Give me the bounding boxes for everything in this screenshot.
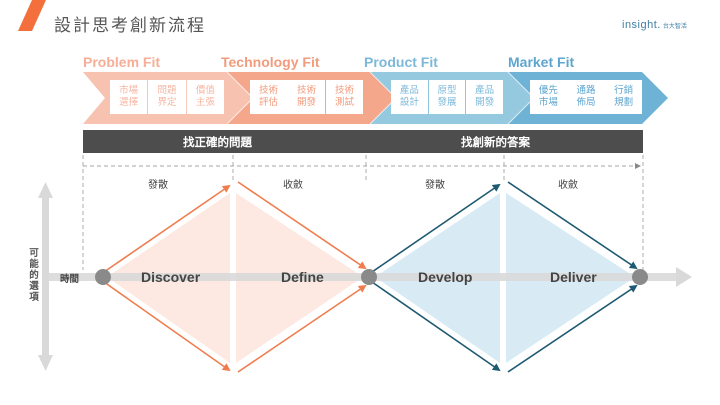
arrow-diverge-up [103, 184, 231, 273]
fit-item: 通路佈局 [566, 80, 605, 114]
time-axis-label: 時間 [60, 274, 80, 285]
phase-label: 收斂 [283, 180, 303, 191]
brand-logo: insight.台大智活 [622, 19, 687, 31]
fit-item: 價值主張 [185, 80, 224, 114]
technology-fit-boxes: 技術評估 技術開發 技術測試 [250, 80, 363, 114]
arrow-converge-down [237, 181, 367, 270]
time-axis-arrowhead [676, 267, 692, 287]
stage-deliver: Deliver [550, 269, 597, 285]
arrow-diverge-down [371, 281, 501, 372]
fit-item: 市場選擇 [119, 85, 139, 108]
logo-text: insight. [622, 19, 661, 31]
fit-item: 優先市場 [538, 85, 558, 108]
arrow-diverge-up [371, 183, 501, 273]
arrow-converge-down [507, 181, 638, 270]
stage-discover: Discover [141, 269, 201, 285]
goal-left-label: 找正確的問題 [183, 135, 252, 149]
fit-label-market: Market Fit [508, 54, 575, 70]
phase-label: 發散 [425, 180, 445, 191]
arrow-converge-up [237, 284, 367, 373]
fit-item: 行銷規劃 [604, 80, 642, 114]
fit-label-technology: Technology Fit [221, 54, 320, 70]
goal-bar: 找正確的問題 找創新的答案 [83, 130, 643, 153]
fit-item: 技術評估 [258, 85, 278, 108]
product-fit-boxes: 產品設計 原型發展 產品開發 [391, 80, 503, 114]
vertical-axis-arrow [38, 182, 53, 371]
phase-label: 收斂 [558, 180, 578, 191]
phase-label: 發散 [148, 180, 168, 191]
arrow-converge-up [507, 284, 638, 373]
node-end [632, 269, 648, 285]
accent-stripe [18, 0, 46, 31]
market-fit-boxes: 優先市場 通路佈局 行銷規劃 [530, 80, 642, 114]
page-title: 設計思考創新流程 [54, 16, 206, 36]
fit-item: 原型發展 [427, 80, 466, 114]
logo-sub: 台大智活 [662, 24, 687, 30]
stage-define: Define [281, 269, 324, 285]
arrow-diverge-down [103, 281, 231, 372]
options-axis-label: 可能的選項 [29, 248, 39, 303]
stage-develop: Develop [418, 269, 473, 285]
problem-fit-boxes: 市場選擇 問題界定 價值主張 [110, 80, 224, 114]
goal-right-label: 找創新的答案 [461, 135, 530, 149]
node-start [95, 269, 111, 285]
fit-label-product: Product Fit [364, 54, 438, 70]
fit-item: 產品開發 [465, 80, 503, 114]
fit-item: 技術開發 [287, 80, 325, 114]
fit-item: 問題界定 [147, 80, 185, 114]
fit-item: 技術測試 [325, 80, 363, 114]
fit-item: 產品設計 [399, 85, 419, 108]
node-middle [361, 269, 377, 285]
fit-label-problem: Problem Fit [83, 54, 161, 70]
